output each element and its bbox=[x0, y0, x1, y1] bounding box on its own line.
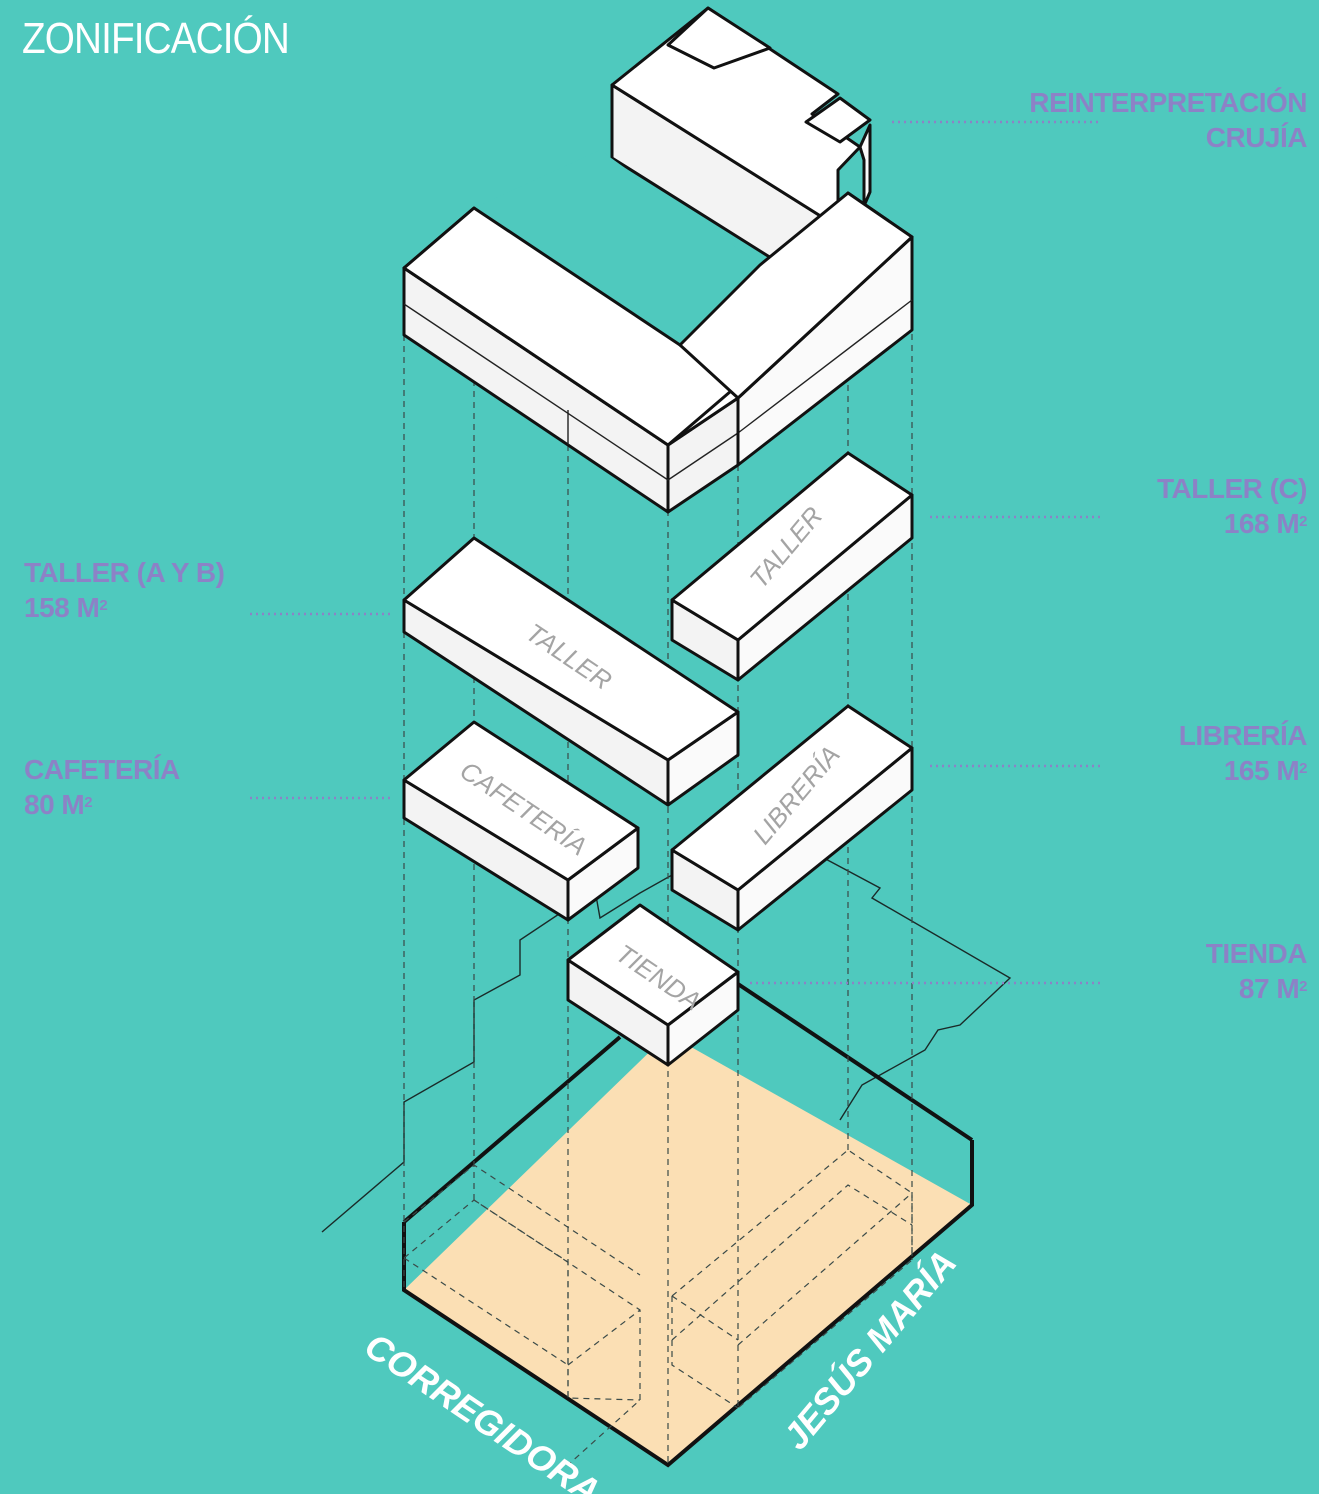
label-taller-c: TALLER (C) 168 M2 bbox=[1157, 471, 1307, 541]
label-cafeteria-area-line: 80 M2 bbox=[24, 787, 180, 822]
crujia-volume bbox=[404, 8, 912, 512]
label-cafeteria-name: CAFETERÍA bbox=[24, 752, 180, 787]
label-crujia-line1: REINTERPRETACIÓN bbox=[1029, 85, 1307, 120]
label-taller-ab-name: TALLER (A Y B) bbox=[24, 555, 224, 590]
label-libreria-area-line: 165 M2 bbox=[1179, 753, 1307, 788]
label-taller-ab: TALLER (A Y B) 158 M2 bbox=[24, 555, 224, 625]
label-tienda: TIENDA 87 M2 bbox=[1206, 936, 1307, 1006]
label-tienda-area-line: 87 M2 bbox=[1206, 971, 1307, 1006]
label-tienda-area: 87 M bbox=[1239, 973, 1299, 1004]
label-taller-ab-sup: 2 bbox=[99, 597, 107, 614]
label-taller-ab-area-line: 158 M2 bbox=[24, 590, 224, 625]
label-tienda-sup: 2 bbox=[1299, 978, 1307, 995]
label-cafeteria: CAFETERÍA 80 M2 bbox=[24, 752, 180, 822]
label-taller-c-area: 168 M bbox=[1224, 508, 1299, 539]
label-crujia-line2: CRUJÍA bbox=[1029, 120, 1307, 155]
label-tienda-name: TIENDA bbox=[1206, 936, 1307, 971]
label-crujia: REINTERPRETACIÓN CRUJÍA bbox=[1029, 85, 1307, 155]
taller-c-volume: TALLER bbox=[672, 453, 912, 680]
label-taller-c-sup: 2 bbox=[1299, 513, 1307, 530]
label-taller-ab-area: 158 M bbox=[24, 592, 99, 623]
label-libreria-area: 165 M bbox=[1224, 755, 1299, 786]
label-taller-c-area-line: 168 M2 bbox=[1157, 506, 1307, 541]
label-libreria: LIBRERÍA 165 M2 bbox=[1179, 718, 1307, 788]
label-cafeteria-sup: 2 bbox=[84, 794, 92, 811]
label-cafeteria-area: 80 M bbox=[24, 789, 84, 820]
label-taller-c-name: TALLER (C) bbox=[1157, 471, 1307, 506]
label-libreria-sup: 2 bbox=[1299, 760, 1307, 777]
tienda-volume: TIENDA bbox=[568, 905, 738, 1065]
label-libreria-name: LIBRERÍA bbox=[1179, 718, 1307, 753]
page-title: ZONIFICACIÓN bbox=[22, 14, 289, 64]
